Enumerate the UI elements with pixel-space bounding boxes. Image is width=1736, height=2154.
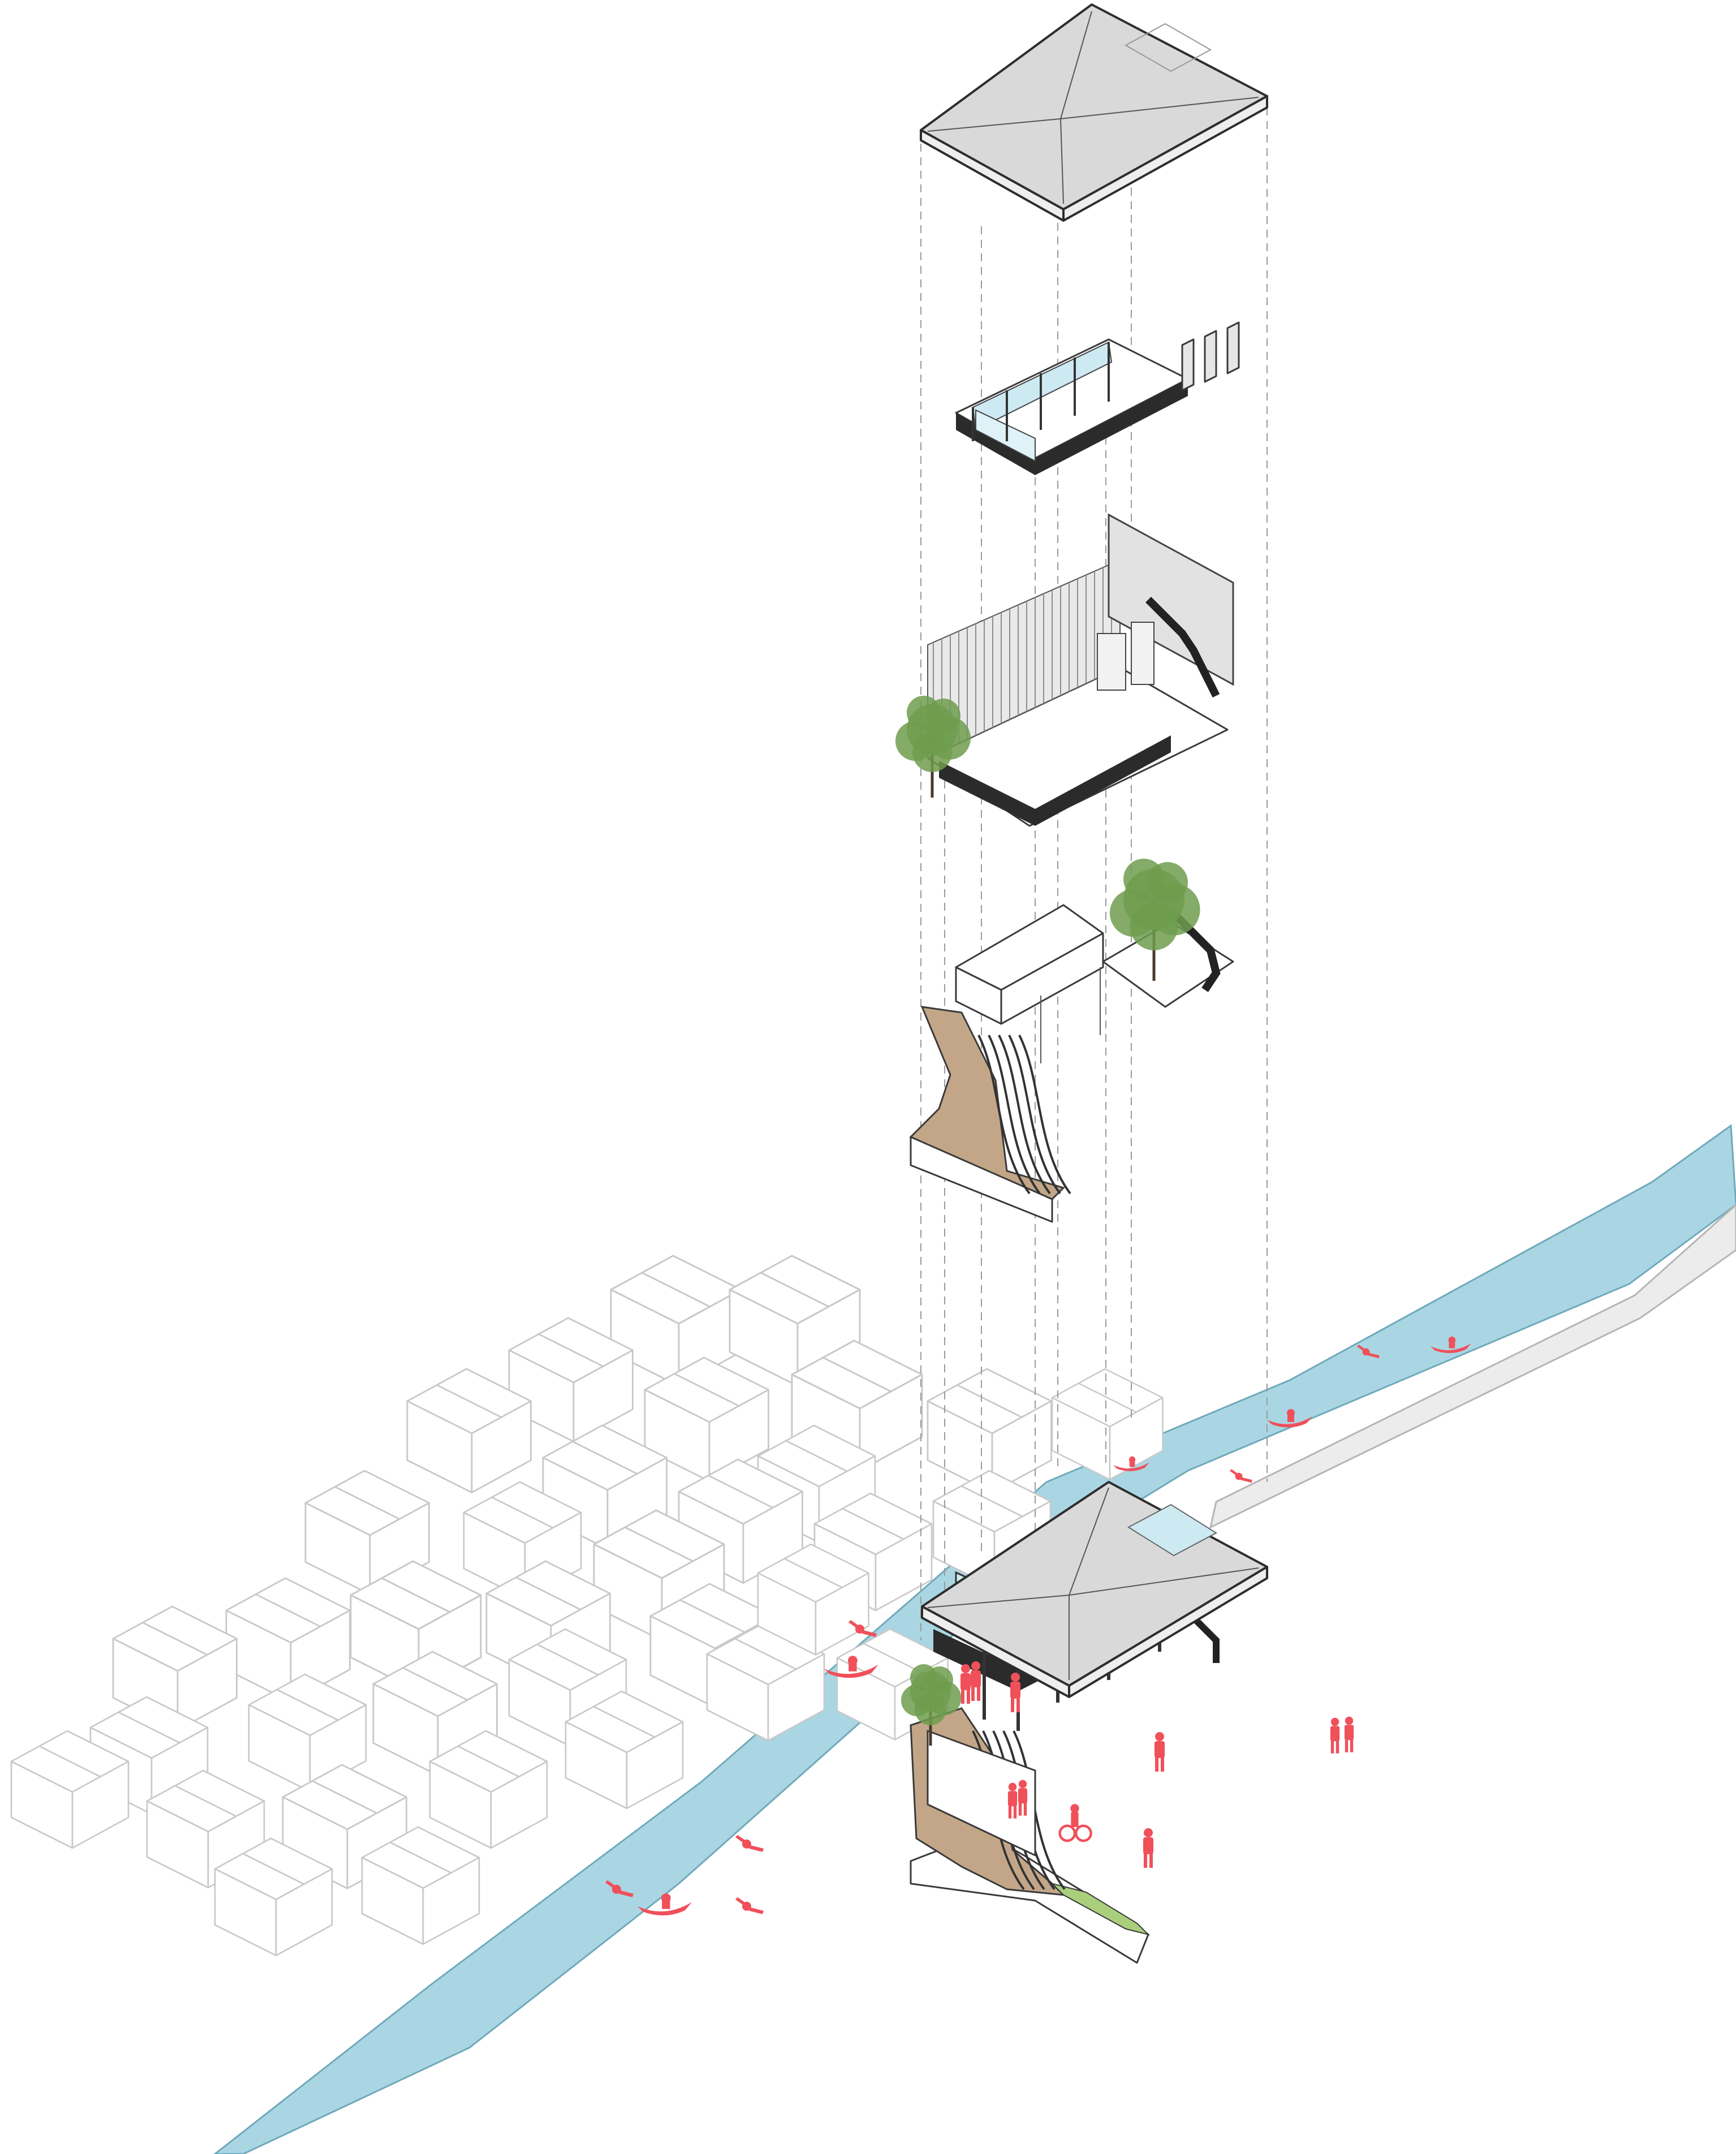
person-icon [971,1661,981,1701]
swimmer-icon [735,1897,764,1914]
person-icon [1143,1828,1153,1868]
person-icon [1344,1716,1354,1752]
village-house [757,1543,869,1656]
river-embankment [1209,1203,1736,1529]
stepped-landing-layer [909,1006,1071,1223]
village-house [10,1730,130,1849]
swimmer-icon [848,1620,877,1637]
swimmer-icon [1357,1345,1380,1359]
boat-icon [1431,1336,1471,1354]
ground-floor-layer [955,904,1234,1063]
village-house [304,1470,430,1595]
village-house [706,1622,825,1742]
cyclist-icon [1058,1804,1092,1842]
person-icon [1155,1732,1165,1772]
village-house [361,1826,480,1945]
skylight [1124,23,1212,72]
person-icon [1330,1717,1340,1754]
person-icon [1010,1673,1020,1712]
boat-icon [637,1893,692,1916]
swimmer-icon [1230,1469,1252,1483]
village-house [610,1255,742,1387]
village-house [214,1837,333,1957]
village-house [542,1424,667,1550]
skylight [1127,1504,1217,1557]
village-houses [10,1255,1164,1957]
assembled-building [910,1481,1268,1964]
village-house [429,1730,548,1849]
village-house [927,1368,1052,1493]
boat-icon [1267,1409,1312,1428]
village-house [248,1673,367,1793]
roof-layer [920,3,1268,222]
person-icon [1018,1780,1028,1816]
village-house [406,1368,532,1493]
glass-wall [975,409,1036,462]
person-icon [960,1664,971,1704]
boat-icon [824,1656,878,1678]
village-house [729,1255,861,1387]
staircase [1145,597,1220,698]
boat-icon [1113,1456,1149,1471]
person-icon [1007,1782,1018,1819]
village-house [644,1356,769,1482]
village-house [1051,1368,1164,1480]
figures [605,1336,1471,1916]
swimmer-icon [735,1835,764,1852]
swimmer-icon [605,1880,634,1897]
upper-floor-layer [955,321,1240,475]
tree-icon [1110,859,1200,981]
tree-icon [895,696,971,798]
village-house [791,1339,923,1472]
tree-icon [901,1664,962,1746]
village-house [508,1317,634,1442]
rear-wall [1108,513,1234,686]
village-house [372,1651,498,1776]
village-house [565,1690,684,1810]
main-floor-layer [927,513,1234,827]
